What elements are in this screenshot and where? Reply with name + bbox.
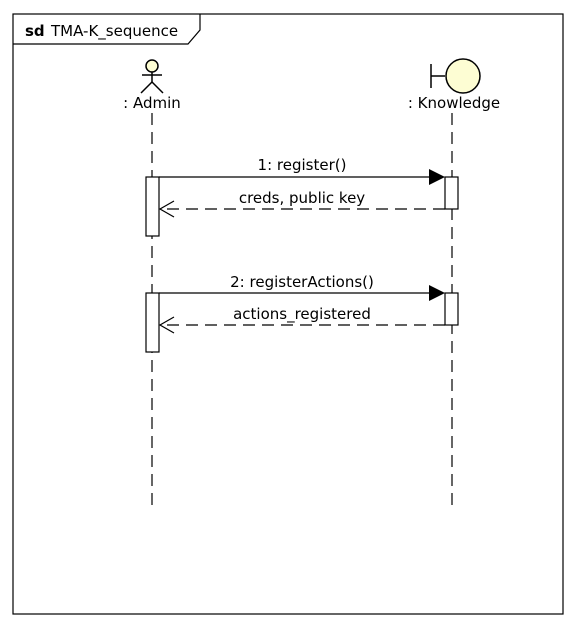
message-label: 1: register() xyxy=(258,156,347,174)
message-register: 1: register() xyxy=(159,156,445,185)
activation-admin-2 xyxy=(145,292,160,353)
filled-arrowhead-icon xyxy=(429,285,445,301)
boundary-circle xyxy=(445,58,481,94)
frame-title-tab: sd TMA-K_sequence xyxy=(13,14,201,45)
reply-label: creds, public key xyxy=(239,189,365,207)
diagram-frame xyxy=(12,13,564,615)
activation-admin-1 xyxy=(145,176,160,237)
boundary-icon xyxy=(430,58,481,94)
reply-actions-registered: actions_registered xyxy=(158,305,445,334)
open-arrowhead-icon xyxy=(158,316,175,334)
frame-title: TMA-K_sequence xyxy=(50,22,178,41)
open-arrowhead-icon xyxy=(158,200,175,218)
frame-tab-border xyxy=(13,14,201,45)
actor-head xyxy=(145,59,159,73)
reply-creds: creds, public key xyxy=(158,189,445,218)
frame-keyword: sd xyxy=(25,22,45,40)
reply-label: actions_registered xyxy=(233,305,371,324)
message-register-actions: 2: registerActions() xyxy=(159,273,445,301)
lifeline-label-admin: : Admin xyxy=(123,94,181,112)
actor-right-leg xyxy=(151,81,164,94)
activation-knowledge-2 xyxy=(444,292,459,326)
activation-knowledge-1 xyxy=(444,176,459,210)
filled-arrowhead-icon xyxy=(429,169,445,185)
message-label: 2: registerActions() xyxy=(230,273,374,291)
admin-actor-icon xyxy=(140,59,164,94)
actor-left-leg xyxy=(140,81,153,94)
lifeline-label-knowledge: : Knowledge xyxy=(408,94,500,112)
